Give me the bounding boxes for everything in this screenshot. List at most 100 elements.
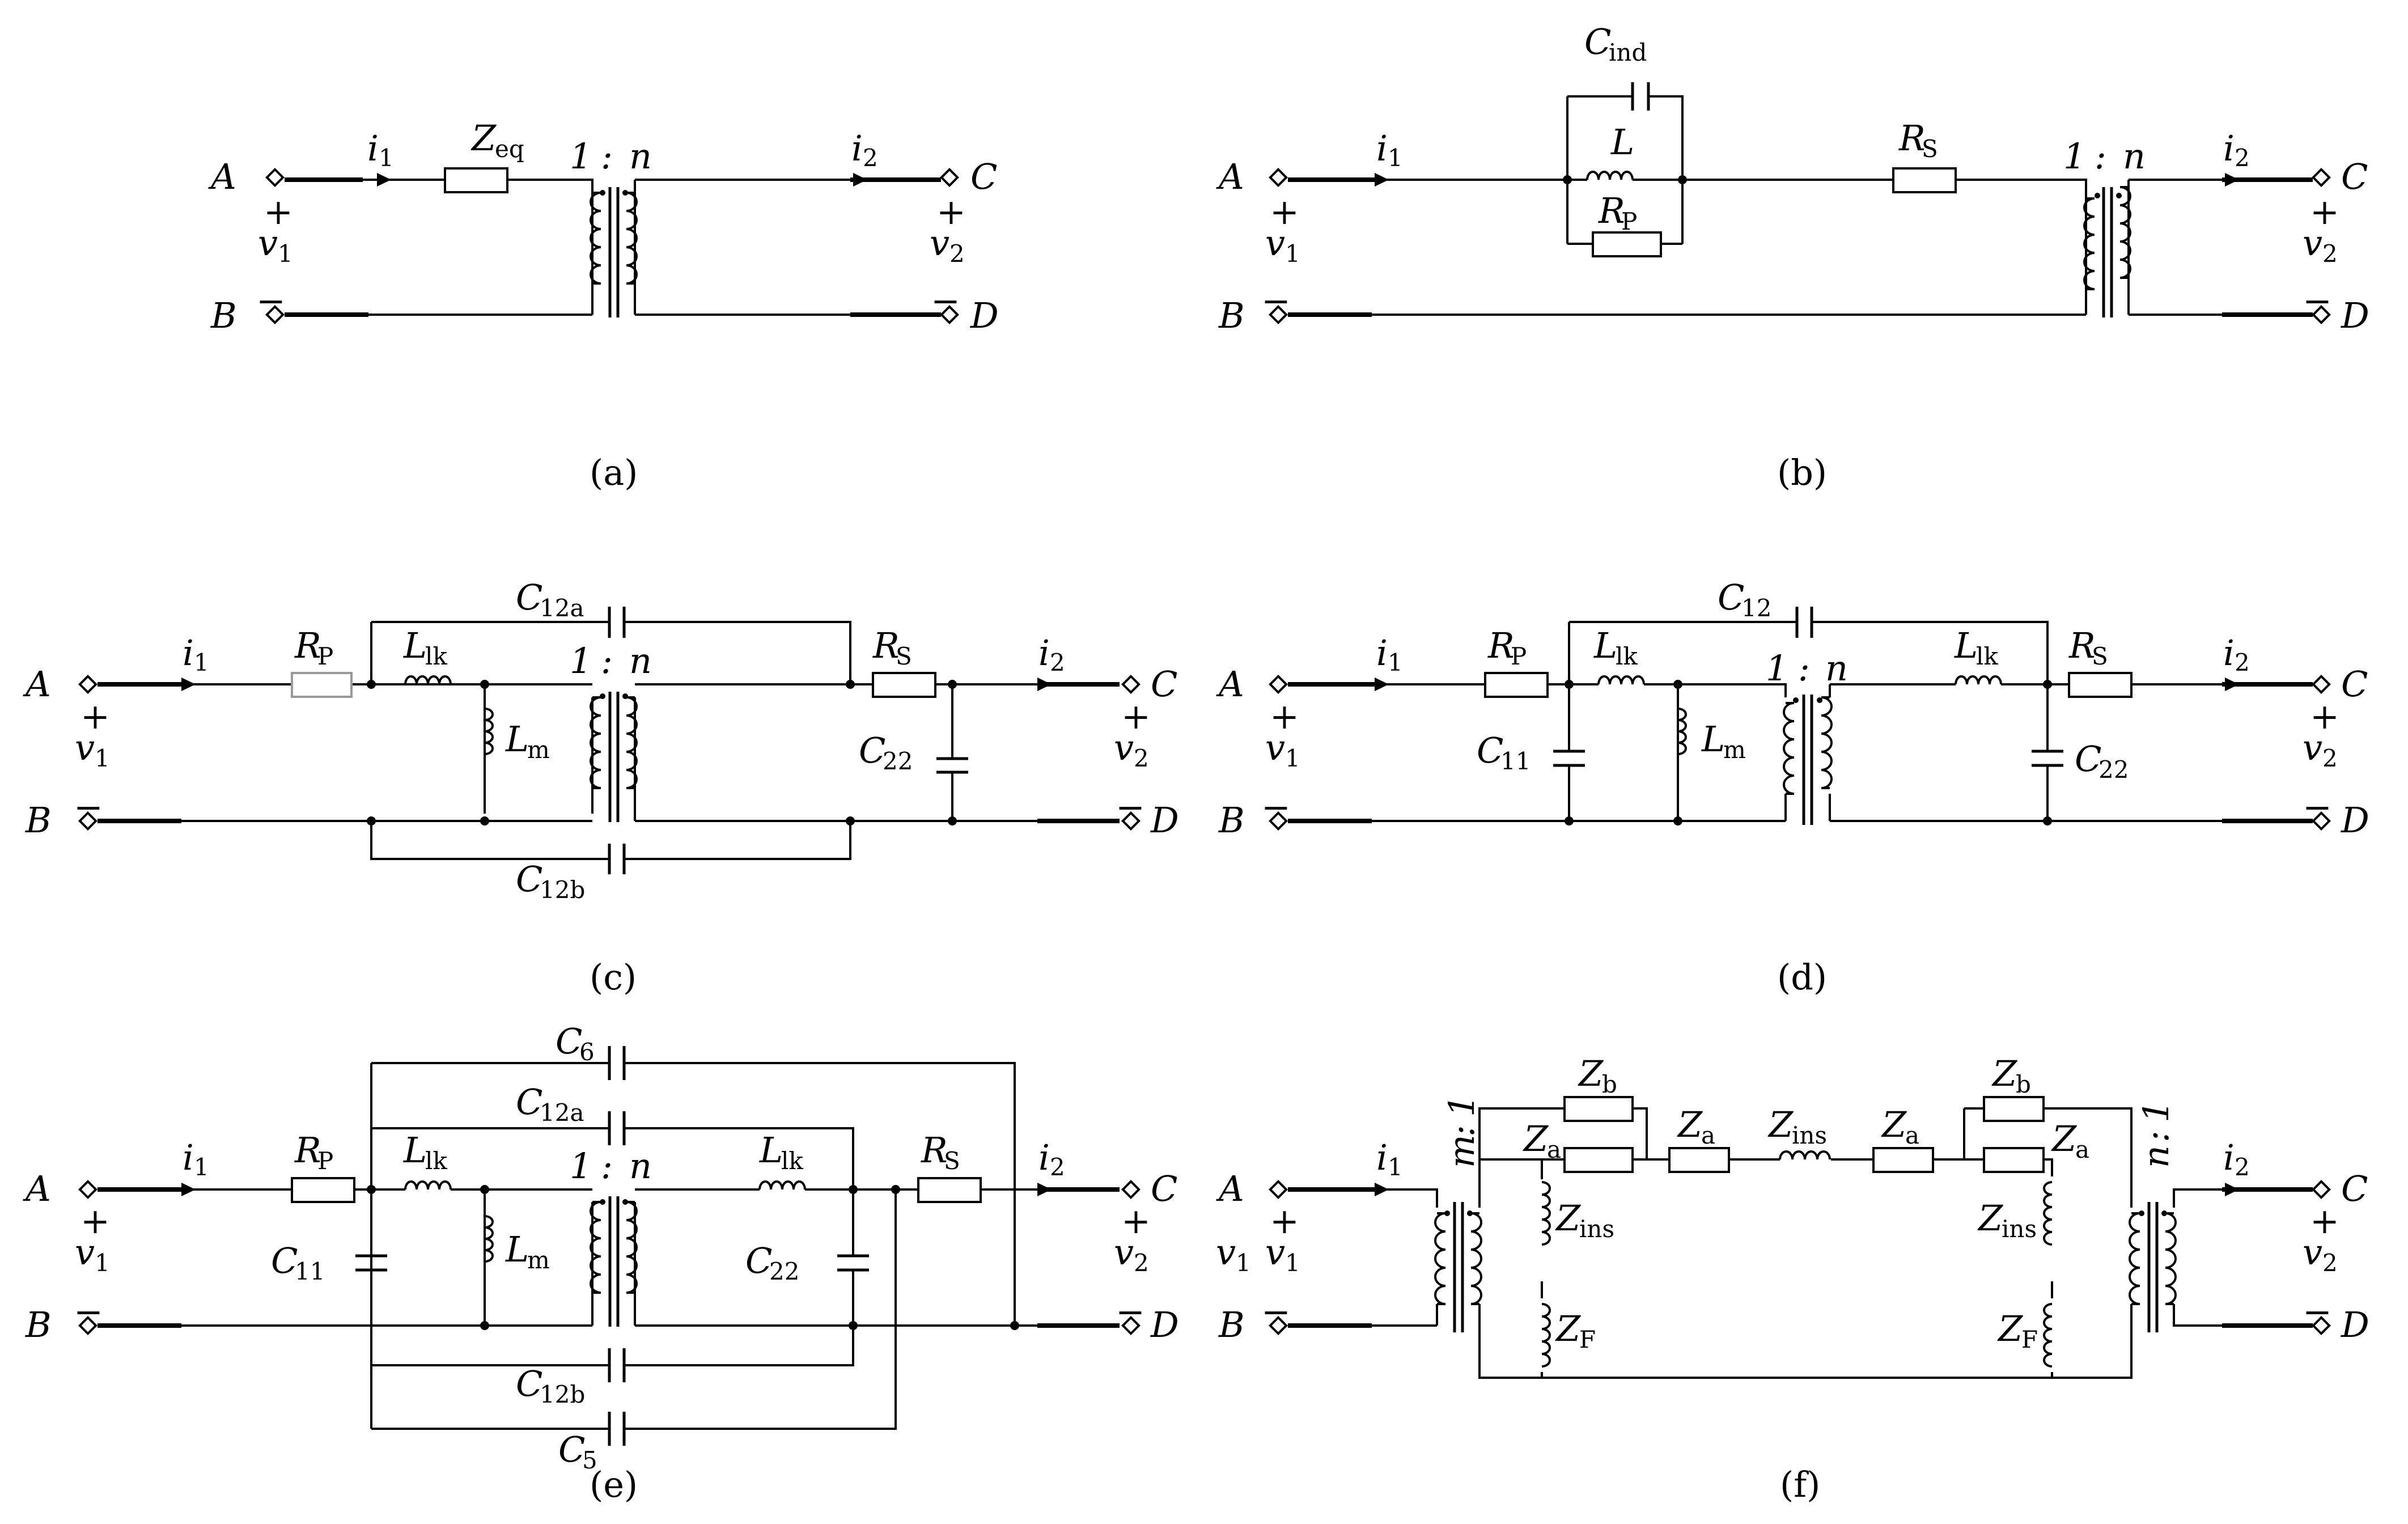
- plus-v1-e: +: [80, 1200, 110, 1242]
- ratio-n-d: n: [1825, 647, 1848, 689]
- sub-Lm-e: m: [527, 1246, 550, 1274]
- sub-i2-d: 2: [2235, 649, 2250, 676]
- label-C5: C: [558, 1429, 585, 1470]
- ratio-1-d: 1: [1766, 647, 1788, 689]
- Zins-right-inductor: [2043, 1181, 2053, 1246]
- Za-left: [1563, 1147, 1634, 1173]
- sub-v2-e: 2: [1134, 1249, 1149, 1277]
- label-A-b: A: [1216, 156, 1244, 197]
- sub-i1-b: 1: [1388, 144, 1403, 172]
- label-D-d: D: [2341, 799, 2369, 841]
- Lm-inductor-c: [484, 708, 494, 755]
- label-ZF-left: Z: [1555, 1308, 1581, 1349]
- label-C11-e: C: [271, 1240, 298, 1281]
- sub-v2-d: 2: [2322, 744, 2338, 772]
- label-C22-d: C: [2075, 738, 2101, 780]
- C12a-capacitor-e: [608, 1111, 626, 1145]
- sub-Zeq: eq: [495, 135, 524, 163]
- sub-RS-d: S: [2092, 642, 2108, 670]
- plus-v1-f: +: [1270, 1200, 1299, 1242]
- Za-mid-right: [1872, 1147, 1934, 1173]
- sub-i1-f: 1: [1388, 1153, 1403, 1181]
- sub-Za-mid-right: a: [1905, 1121, 1919, 1149]
- label-Za-right: Z: [2051, 1118, 2077, 1159]
- label-i1-f: i: [1376, 1137, 1388, 1178]
- plus-v2-f: +: [2310, 1200, 2339, 1242]
- ratio-1-f1: 1: [1441, 1095, 1482, 1117]
- minus-v1-d: −: [1261, 786, 1291, 828]
- sub-C22-c: 22: [883, 747, 913, 775]
- RS-resistor: [1892, 167, 1957, 193]
- RS-resistor-c: [872, 672, 936, 698]
- label-i1-c: i: [183, 632, 194, 674]
- C5-capacitor: [608, 1412, 626, 1446]
- label-B-e: B: [25, 1304, 52, 1345]
- sub-i2: 2: [863, 144, 878, 172]
- RP-resistor-e: [291, 1177, 355, 1203]
- sub-C22-e: 22: [769, 1258, 799, 1285]
- label-C-c: C: [1151, 663, 1177, 705]
- C12a-capacitor: [608, 607, 626, 638]
- label-Zb-left: Z: [1578, 1053, 1604, 1094]
- sub-Zins-left: ins: [1579, 1215, 1614, 1243]
- plus-v1-b: +: [1270, 191, 1299, 232]
- label-RP-d: R: [1487, 625, 1515, 666]
- label-A-e: A: [23, 1168, 51, 1209]
- label-i2-d: i: [2223, 632, 2235, 674]
- label-Lm-c: L: [505, 718, 529, 760]
- sub-v1-d: 1: [1285, 744, 1300, 772]
- label-i1-d: i: [1376, 632, 1388, 674]
- label-C-d: C: [2341, 663, 2368, 705]
- label-v2: v: [930, 222, 949, 264]
- Llk2-inductor-d: [1955, 675, 2002, 685]
- C12b-capacitor-e: [608, 1348, 626, 1382]
- Llk1-inductor-e: [404, 1180, 452, 1190]
- label-D-c: D: [1150, 799, 1179, 841]
- sub-i1-d: 1: [1388, 649, 1403, 676]
- label-Llk2-d: L: [1954, 625, 1978, 666]
- ratio-n: n: [629, 136, 652, 177]
- label-RP-b: R: [1598, 190, 1625, 231]
- label-Zins-series: Z: [1767, 1104, 1794, 1145]
- RP-resistor: [1592, 231, 1662, 257]
- sub-Lm-d: m: [1723, 736, 1746, 764]
- C22-capacitor: [936, 757, 968, 774]
- sub-i1-c: 1: [194, 649, 209, 676]
- label-i1: i: [367, 128, 379, 169]
- label-C12a: C: [516, 577, 542, 618]
- RS-resistor-d: [2068, 672, 2133, 698]
- minus-v1-c: −: [74, 786, 103, 828]
- minus-v2-f: −: [2303, 1291, 2332, 1332]
- sub-C6: 6: [579, 1038, 595, 1066]
- label-Za-mid-left: Z: [1677, 1104, 1703, 1145]
- Zins-series-inductor: [1779, 1150, 1831, 1160]
- ratio-colon-e: :: [601, 1145, 613, 1187]
- C12-capacitor-d: [1795, 607, 1813, 638]
- sub-Llk1-e: lk: [425, 1147, 447, 1175]
- sub-Llk2-e: lk: [781, 1147, 803, 1175]
- label-v1-c: v: [75, 727, 95, 768]
- sub-Llk-c: lk: [425, 642, 447, 670]
- sub-C12-d: 12: [1741, 594, 1771, 622]
- sub-C5: 5: [582, 1446, 597, 1474]
- sub-RS-c: S: [896, 642, 912, 670]
- label-B-f: B: [1218, 1304, 1245, 1345]
- minus-v2-c: −: [1116, 786, 1145, 828]
- ratio-colon: :: [601, 136, 613, 177]
- ratio-colon-f1: :: [1441, 1125, 1482, 1137]
- label-C12a-e: C: [516, 1081, 542, 1123]
- label-Zins-left: Z: [1555, 1197, 1581, 1239]
- minus-v2: −: [931, 280, 960, 321]
- label-ZF-right: Z: [1997, 1308, 2023, 1349]
- sub-Cind: ind: [1609, 39, 1647, 66]
- sub-v1-f: 1: [1285, 1249, 1300, 1277]
- label-B: B: [210, 295, 237, 336]
- label-i2-f: i: [2223, 1137, 2235, 1178]
- sub-RP-e: P: [317, 1147, 333, 1175]
- transformer-core: [608, 187, 620, 318]
- plus-v1: +: [264, 191, 293, 232]
- label-Llk-c: L: [403, 625, 427, 666]
